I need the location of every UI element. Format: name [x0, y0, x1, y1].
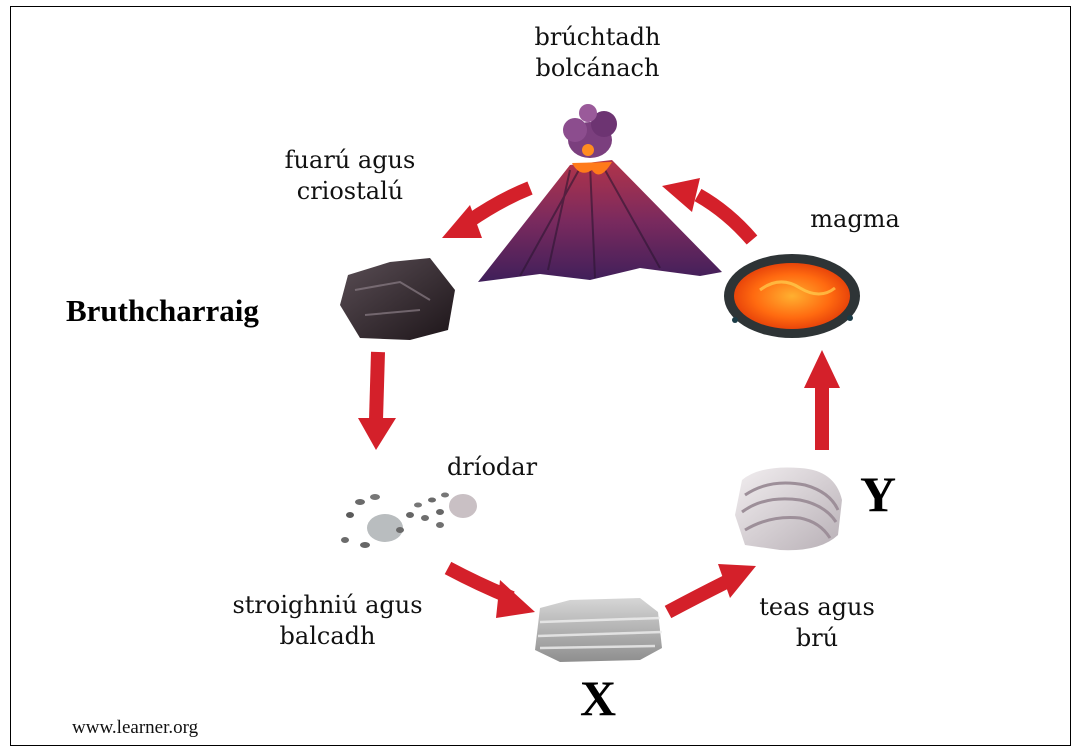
arrow-metamorphic-to-magma [804, 350, 840, 450]
arrow-volcano-to-igneous [442, 188, 530, 238]
source-credit: www.learner.org [72, 716, 198, 740]
label-eruption: brúchtadh bolcánach [520, 22, 675, 84]
marker-x: X [580, 670, 616, 726]
label-igneous-rock: Bruthcharraig [66, 292, 259, 330]
magma-icon [724, 254, 860, 338]
label-cooling-line1: fuarú agus [275, 145, 425, 176]
marker-y: Y [860, 466, 896, 522]
arrow-sediment-to-sedimentary [448, 568, 535, 618]
label-heat-line1: teas agus [742, 592, 892, 623]
label-compaction: stroighniú agus balcadh [220, 590, 435, 652]
label-heat-pressure: teas agus brú [742, 592, 892, 654]
label-compaction-line2: balcadh [220, 621, 435, 652]
label-eruption-line1: brúchtadh [520, 22, 675, 53]
metamorphic-rock-icon [735, 468, 842, 551]
arrow-igneous-to-sediment [358, 352, 396, 450]
label-cooling: fuarú agus criostalú [275, 145, 425, 207]
label-sediment: dríodar [432, 452, 552, 483]
sedimentary-rock-icon [535, 598, 662, 662]
label-magma: magma [805, 204, 905, 235]
label-compaction-line1: stroighniú agus [220, 590, 435, 621]
sediment-icon [341, 493, 477, 549]
igneous-rock-icon [340, 258, 455, 340]
label-heat-line2: brú [742, 623, 892, 654]
label-cooling-line2: criostalú [275, 176, 425, 207]
label-eruption-line2: bolcánach [520, 53, 675, 84]
